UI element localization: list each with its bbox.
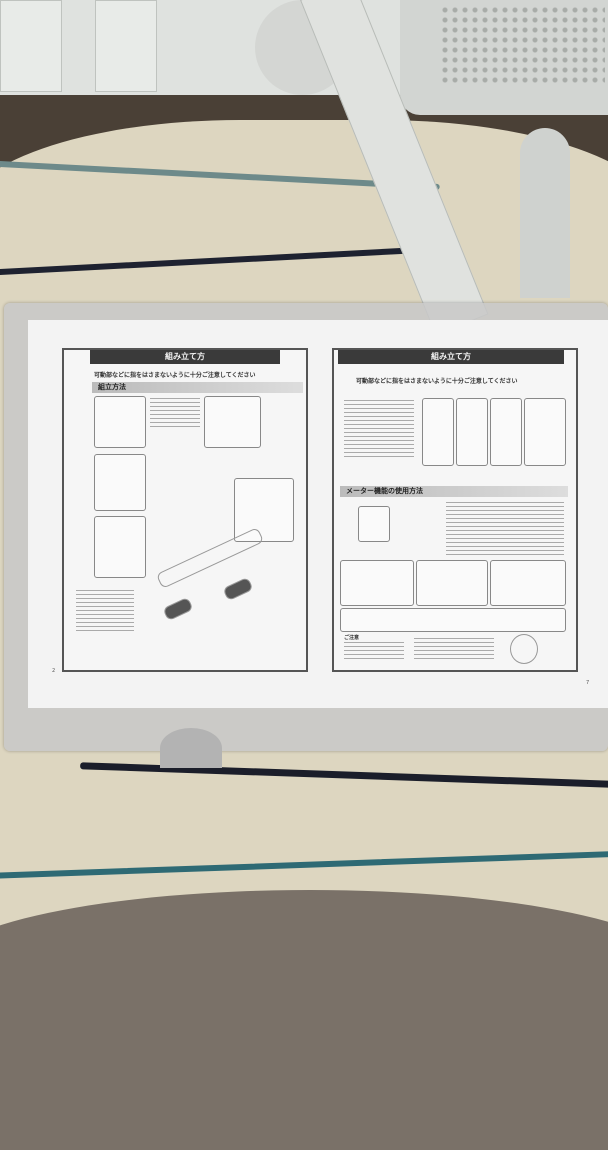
warning-text: 可動部などに指をはさまないように十分ご注意してください xyxy=(94,372,256,379)
scan-mode-panel xyxy=(340,608,566,632)
manual-page-left: 組み立て方 可動部などに指をはさまないように十分ご注意してください 組立方法 2 xyxy=(52,348,308,674)
mode-panel xyxy=(490,560,566,606)
page-title: 組み立て方 xyxy=(338,350,564,364)
instruction-text xyxy=(446,502,564,557)
notes-label: ご注意 xyxy=(344,635,360,641)
mode-panel xyxy=(340,560,414,606)
battery-cover-sketch xyxy=(510,634,538,664)
diagram-step xyxy=(94,454,146,511)
equipment-leg xyxy=(520,128,570,298)
instruction-text xyxy=(150,398,200,428)
diagram-step xyxy=(456,398,488,466)
mode-panel xyxy=(416,560,488,606)
diagram-step xyxy=(422,398,454,466)
warning-text: 可動部などに指をはさまないように十分ご注意してください xyxy=(356,378,518,385)
diagram-step xyxy=(234,478,294,542)
page-number: 2 xyxy=(52,668,56,674)
sleeve-thumb-notch xyxy=(160,728,222,768)
manual-page-right: 組み立て方 可動部などに指をはさまないように十分ご注意してください メーター機能… xyxy=(332,348,589,686)
section-heading: メーター機能の使用方法 xyxy=(340,486,568,497)
instruction-text xyxy=(344,400,414,460)
page-title: 組み立て方 xyxy=(90,350,280,364)
diagram-step xyxy=(490,398,522,466)
notes-text xyxy=(344,642,404,662)
section-heading: 組立方法 xyxy=(92,382,303,393)
instruction-text xyxy=(76,590,134,634)
pedal-grip-dots xyxy=(440,5,605,85)
notes-text xyxy=(414,638,494,662)
pedal-sketch xyxy=(222,576,254,602)
diagram-step xyxy=(94,396,146,448)
frame-bar xyxy=(95,0,157,92)
diagram-step xyxy=(94,516,146,578)
diagram-step xyxy=(524,398,566,466)
pedal-sketch xyxy=(162,596,194,622)
page-number: 7 xyxy=(586,680,590,686)
rug-grey-area xyxy=(0,890,608,1150)
meter-display-diagram xyxy=(358,506,390,542)
frame-bar xyxy=(0,0,62,92)
diagram-step xyxy=(204,396,261,448)
